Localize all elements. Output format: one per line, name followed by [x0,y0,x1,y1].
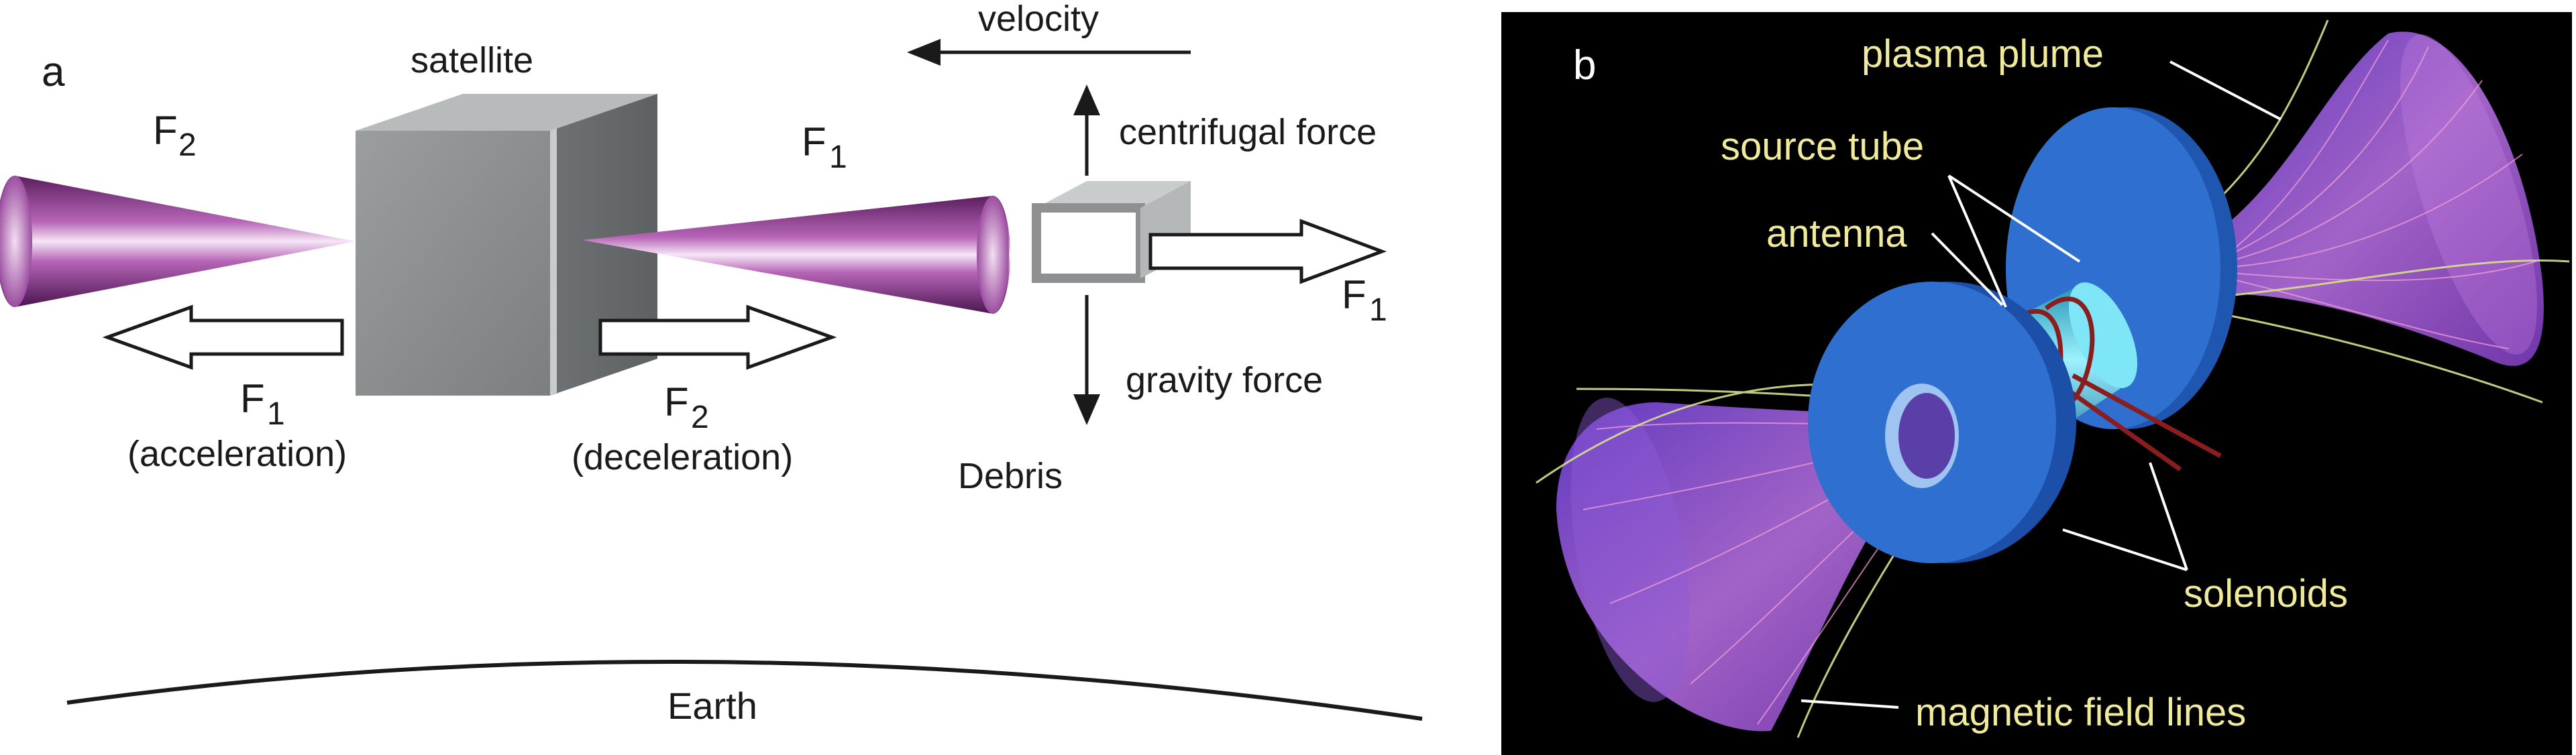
right-plasma-cone [582,196,1010,314]
gravity-arrow [1073,295,1100,425]
earth-label: Earth [667,685,757,727]
debris-f1-label: F 1 [1342,272,1387,328]
centrifugal-force-label: centrifugal force [1119,112,1377,152]
velocity-label: velocity [978,0,1099,39]
earth-arc [66,660,1423,721]
panel-b-letter: b [1573,42,1596,89]
satellite-label: satellite [411,40,533,80]
upper-plasma-plume [2193,19,2570,404]
deceleration-text: (deceleration) [572,437,793,477]
panel-b-leader-lines [1801,60,2282,709]
debris-f1-subscript: 1 [1369,292,1387,328]
magnetic-field-lines-label: magnetic field lines [1915,691,2246,734]
left-plasma-cone [0,176,356,307]
acceleration-f-letter: F [240,376,265,421]
f2-beam-letter: F [153,108,178,153]
panel-a: a satellite F 2 F 1 [0,0,1423,727]
debris-label: Debris [958,456,1063,496]
centrifugal-arrow [1073,84,1100,176]
source-tube-label: source tube [1721,125,1924,168]
debris-f1-letter: F [1342,272,1366,317]
deceleration-arrow [598,304,837,370]
solenoids-label: solenoids [2184,572,2348,616]
deceleration-label: F 2 (deceleration) [572,380,793,477]
panel-a-letter: a [42,49,65,95]
debris-f1-arrow [1148,219,1387,284]
f1-beam-label: F 1 [802,119,847,175]
f2-beam-subscript: 2 [178,127,197,163]
acceleration-text: (acceleration) [127,434,347,474]
deceleration-f-letter: F [664,380,689,424]
deceleration-f-subscript: 2 [691,400,709,435]
gravity-force-label: gravity force [1126,360,1323,400]
panel-b: b [1501,12,2572,755]
acceleration-f-subscript: 1 [267,396,285,432]
acceleration-arrow [102,304,344,370]
plasma-plume-label: plasma plume [1862,32,2104,76]
velocity-arrow [907,39,1191,66]
f2-beam-label: F 2 [153,108,197,163]
acceleration-label: F 1 (acceleration) [127,376,347,474]
front-solenoid [1808,282,2076,563]
f1-beam-letter: F [802,119,826,164]
f1-beam-subscript: 1 [829,139,847,175]
antenna-label: antenna [1766,212,1907,255]
